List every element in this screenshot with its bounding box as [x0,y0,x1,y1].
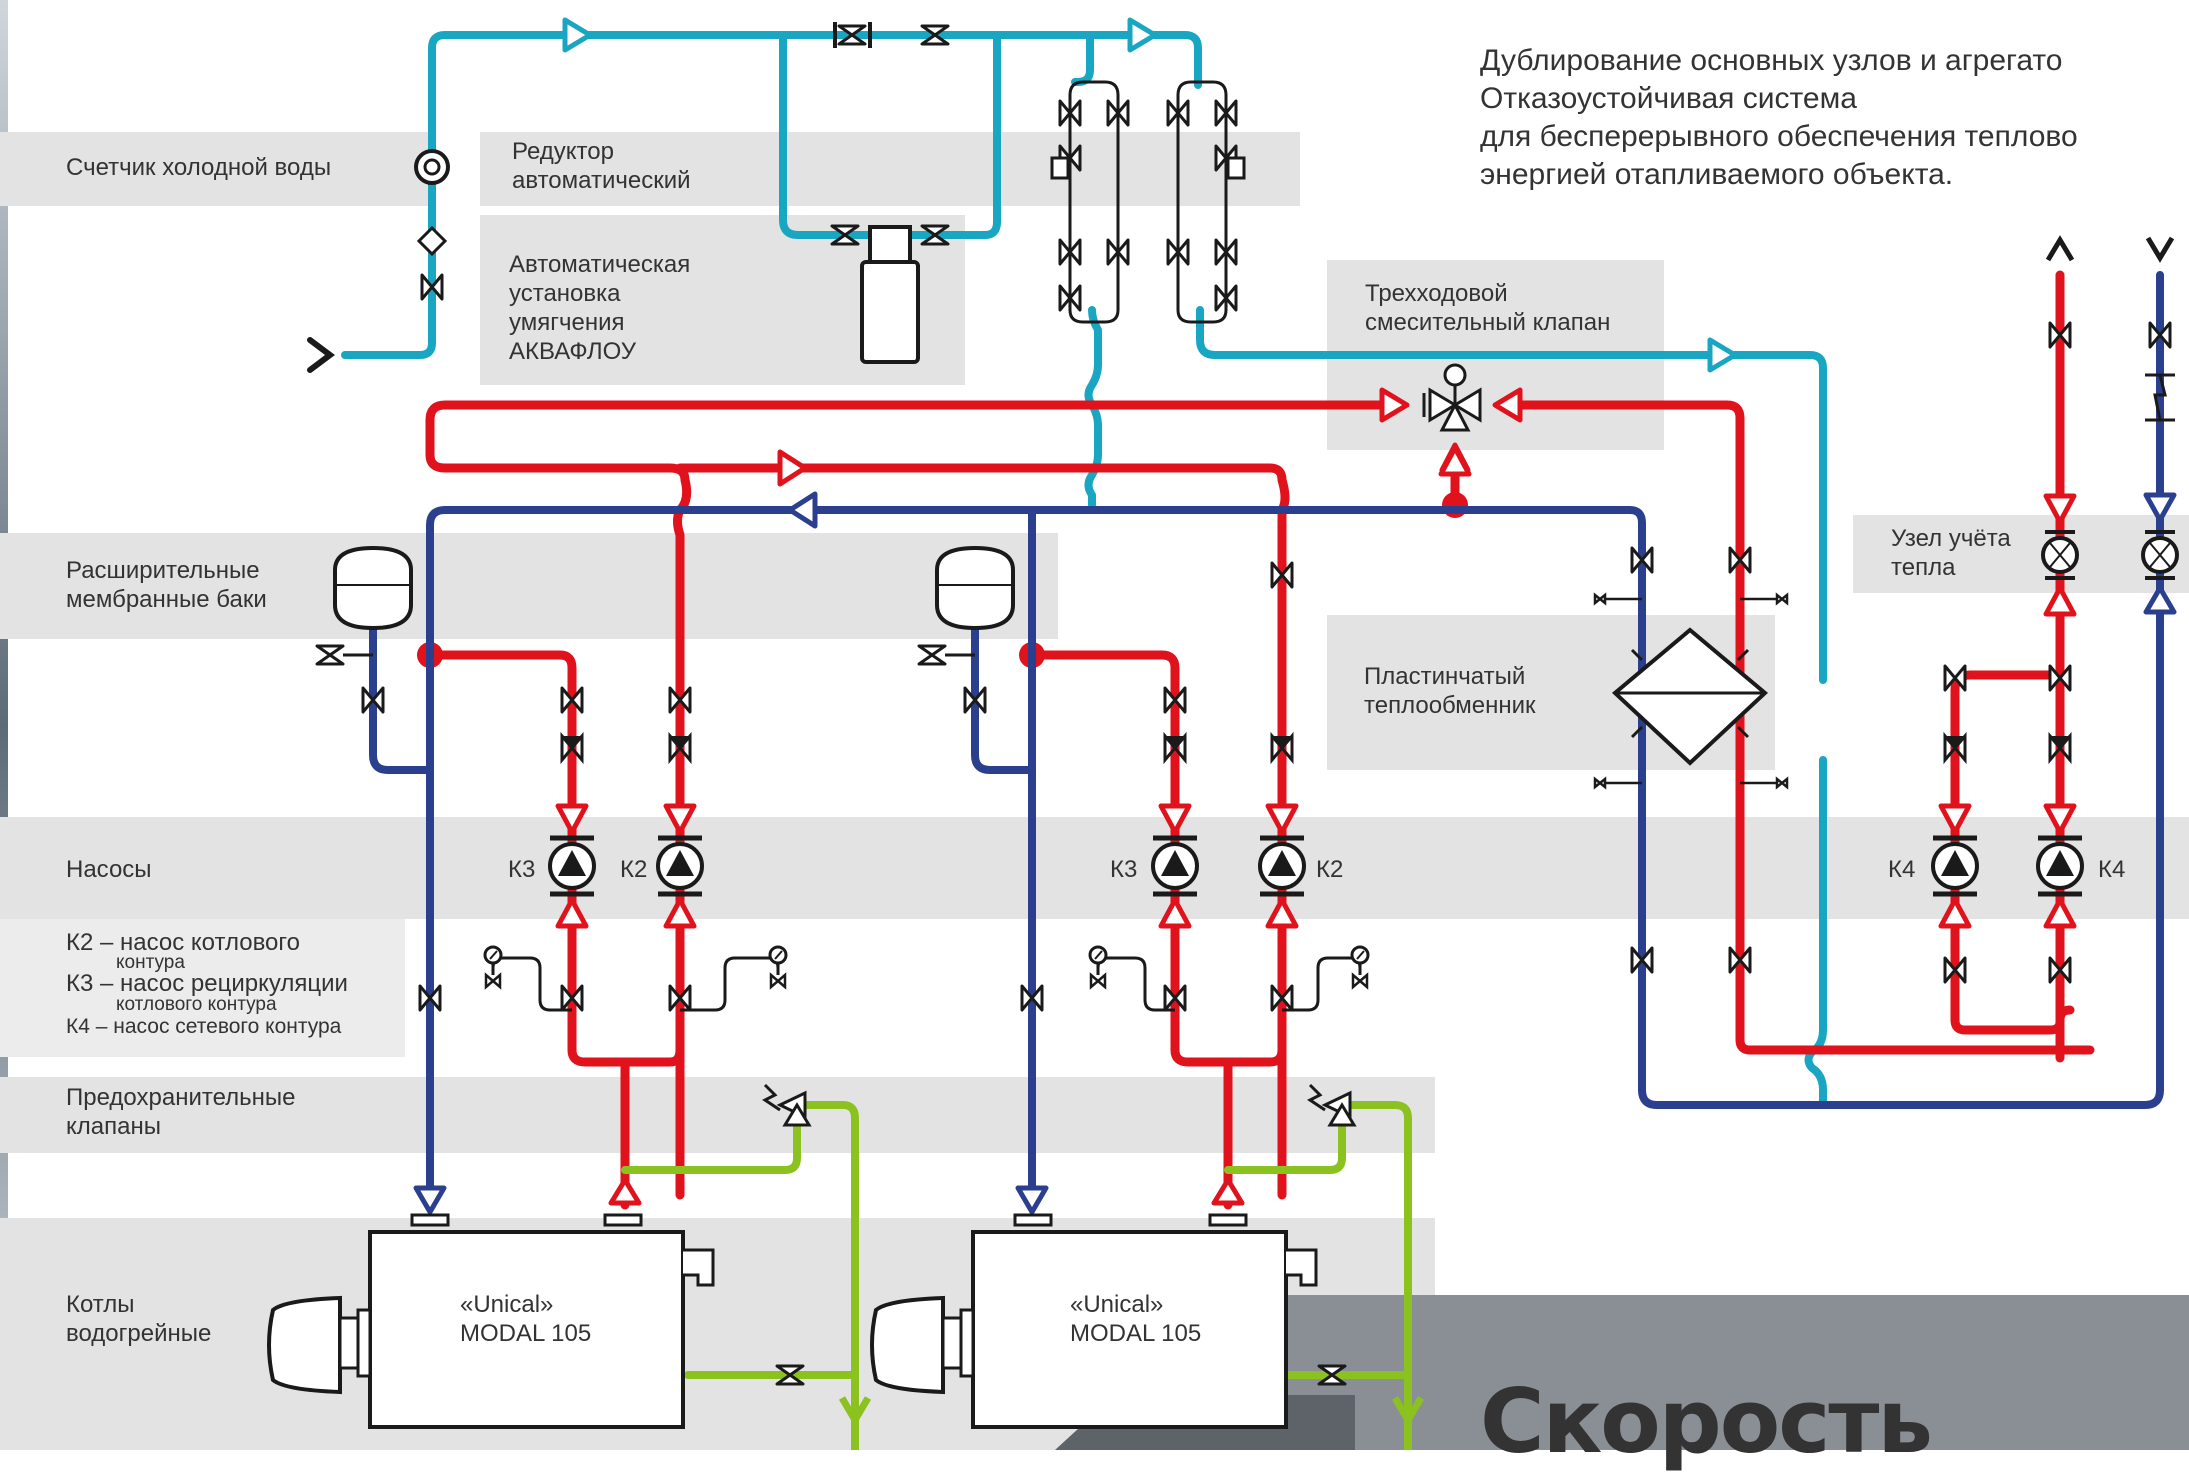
legend-k3: К3 – насос рециркуляции [66,970,348,997]
header-text: Дублирование основных узлов и агрегато О… [1480,42,2078,194]
label-valve3-2: смесительный клапан [1365,309,1611,336]
boiler-1-label: «Unical» MODAL 105 [460,1290,591,1348]
pump-tag-k2-a: К2 [620,856,648,883]
label-tanks-1: Расширительные [66,557,260,584]
softener-unit [830,224,950,364]
band-meter [0,132,430,206]
pump-tag-k2-b: К2 [1316,856,1344,883]
label-reducer: Редуктор автоматический [512,137,691,195]
filter-block [1068,80,1228,324]
label-exchanger-1: Пластинчатый [1364,663,1526,690]
label-valve3: Трехходовой смесительный клапан [1365,279,1610,337]
label-softener-2: установка [509,280,621,307]
plate-heat-exchanger [1593,592,1789,790]
label-tanks: Расширительные мембранные баки [66,556,267,614]
header-line-1: Дублирование основных узлов и агрегато [1480,44,2063,77]
legend-k4: К4 – насос сетевого контура [66,1015,342,1038]
filter-valves [1050,99,1246,312]
label-exchanger-2: теплообменник [1364,692,1536,719]
header-line-2: Отказоустойчивая система [1480,82,1857,115]
label-reducer-2: автоматический [512,167,691,194]
label-valve3-1: Трехходовой [1365,280,1508,307]
pressure-gauges [483,945,1370,1012]
header-line-3: для бесперерывного обеспечения теплово [1480,120,2078,153]
band-tanks [0,533,1058,639]
label-safety-2: клапаны [66,1113,161,1140]
label-softener-4: АКВАФЛОУ [509,338,636,365]
pump-tag-k3-a: К3 [508,856,536,883]
label-softener-1: Автоматическая [509,251,691,278]
boiler-1 [267,1213,715,1429]
label-tanks-2: мембранные баки [66,586,267,613]
label-softener: Автоматическая установка умягчения АКВАФ… [509,250,690,366]
boiler-2-model: MODAL 105 [1070,1320,1202,1347]
band-safety [0,1077,1435,1153]
label-boilers-1: Котлы [66,1291,135,1318]
water-meter [414,149,450,301]
return-lines [369,271,2164,1194]
header-line-4: энергией отапливаемого объекта. [1480,158,1954,191]
expansion-tanks [315,545,1015,714]
label-heatmeter-1: Узел учёта [1891,525,2011,552]
boiler-2-label: «Unical» MODAL 105 [1070,1290,1201,1348]
label-boilers: Котлы водогрейные [66,1290,211,1348]
label-heatmeter: Узел учёта тепла [1891,524,2011,582]
label-exchanger: Пластинчатый теплообменник [1364,662,1536,720]
strainer [2145,373,2175,422]
pump-tag-k3-b: К3 [1110,856,1138,883]
label-reducer-1: Редуктор [512,138,614,165]
heat-meters [2041,530,2179,580]
label-meter: Счетчик холодной воды [66,154,332,181]
band-reducer [480,132,1300,206]
label-safety: Предохранительные клапаны [66,1083,296,1141]
three-way-valve [1422,363,1482,432]
pump-tag-k4-a: К4 [1888,856,1916,883]
label-heatmeter-2: тепла [1891,554,1956,581]
legend-k2-cont: контура [116,952,185,973]
boiler-2 [870,1213,1318,1429]
footer-heading: Скорость [1480,1370,1933,1473]
boiler-1-brand: «Unical» [460,1291,554,1318]
band-legend [0,919,405,1057]
band-heatmeter [1853,515,2189,593]
legend-k2: К2 – насос котлового [66,929,300,956]
cold-water-lines [341,31,1827,1109]
boiler-1-model: MODAL 105 [460,1320,592,1347]
legend-k3-cont: котлового контура [116,994,277,1015]
boiler-2-brand: «Unical» [1070,1291,1164,1318]
pump-tag-k4-b: К4 [2098,856,2126,883]
label-safety-1: Предохранительные [66,1084,296,1111]
pump-legend: К2 – насос котлового контура К3 – насос … [66,929,348,1039]
safety-valves [762,1083,1357,1127]
label-pumps: Насосы [66,856,152,883]
label-boilers-2: водогрейные [66,1320,212,1347]
left-edge-strip [0,0,8,1450]
label-softener-3: умягчения [509,309,625,336]
footer-panel [1285,1295,2189,1450]
